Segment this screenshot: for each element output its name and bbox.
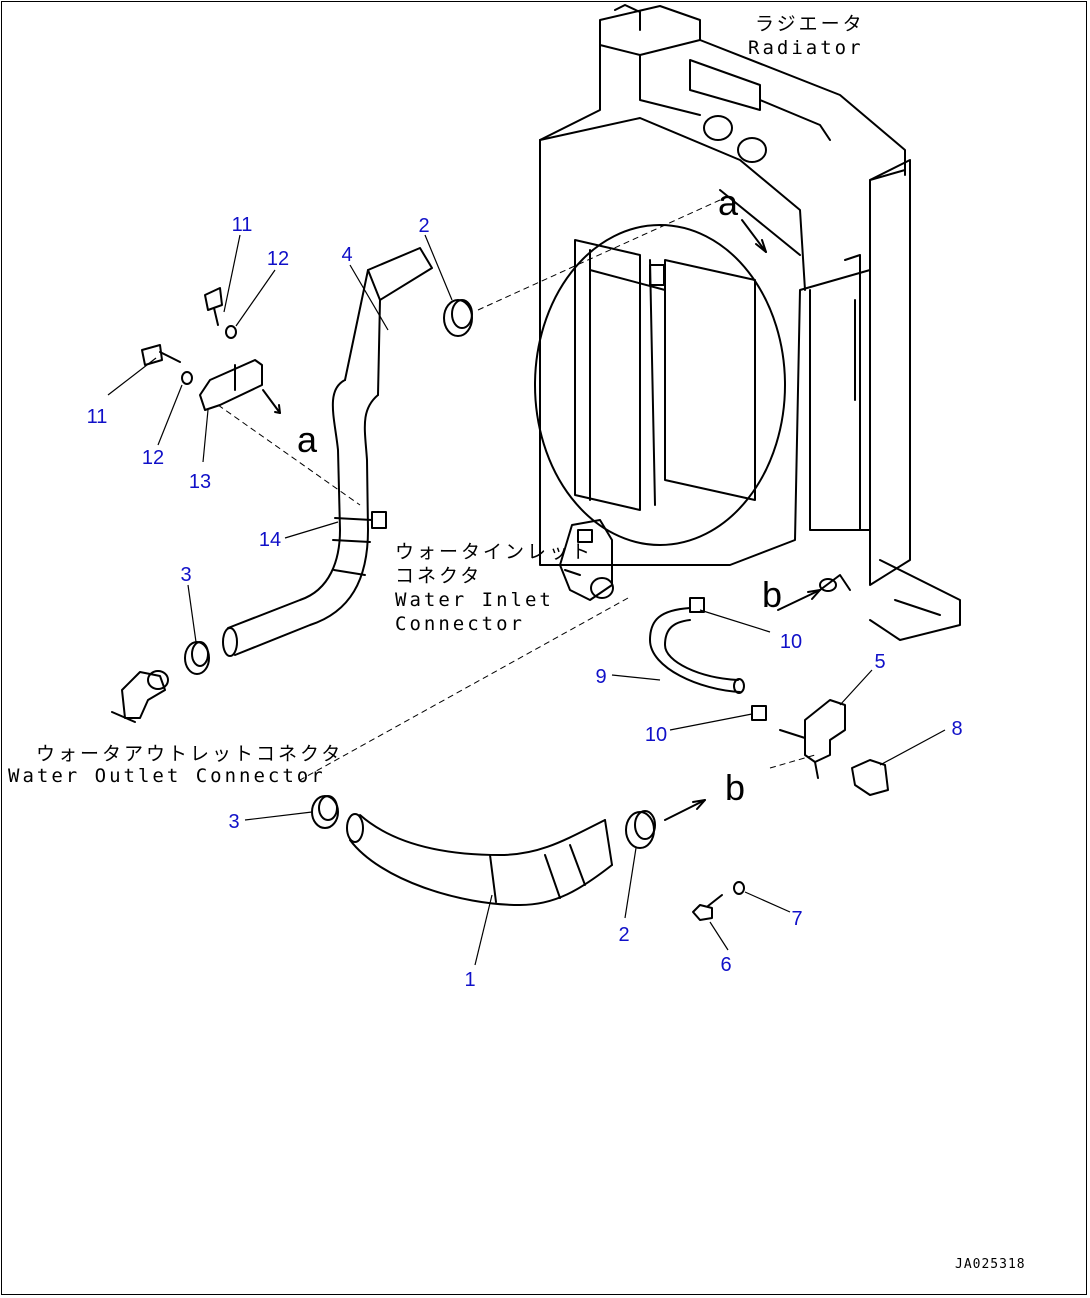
water-outlet-connector [111, 670, 169, 723]
fittings-10 [689, 597, 767, 721]
callout-3-bottom: 3 [228, 811, 239, 833]
washer-7 [733, 881, 745, 895]
clamp-3-bottom [311, 795, 339, 829]
callout-12-left: 12 [142, 447, 164, 469]
ref-b-radiator: b [762, 574, 782, 615]
bolts-11 [141, 287, 223, 366]
callout-4: 4 [341, 244, 352, 266]
outlet-label-jp: ウォータアウトレットコネクタ [36, 743, 343, 765]
water-inlet-connector [559, 519, 614, 601]
bracket-13 [199, 359, 263, 411]
ref-a-bracket: a [297, 419, 318, 460]
callout-2-bottom: 2 [618, 924, 629, 946]
bolt-8 [851, 759, 889, 796]
clamp-3-top [184, 641, 210, 675]
bracket-5-leader-line [769, 754, 816, 769]
callout-1: 1 [464, 969, 475, 991]
washers-12 [181, 325, 237, 385]
inlet-label-jp-1: ウォータインレット [395, 541, 593, 563]
callout-12-top: 12 [267, 248, 289, 270]
hose-1 [346, 813, 613, 906]
inlet-label-jp-2: コネクタ [395, 565, 482, 587]
inlet-leader-line [299, 597, 629, 781]
arrow-b-radiator [777, 589, 821, 611]
callout-leaders [107, 234, 946, 966]
bracket-leader-line [217, 404, 361, 506]
callout-2-top: 2 [418, 215, 429, 237]
radiator [477, 4, 961, 641]
arrow-b-clamp [664, 799, 706, 821]
callout-10-bottom: 10 [645, 724, 667, 746]
inlet-label-en-1: Water Inlet [395, 589, 554, 611]
callout-8: 8 [951, 718, 962, 740]
callout-6: 6 [720, 954, 731, 976]
callout-10-top: 10 [780, 631, 802, 653]
callout-11-top: 11 [232, 214, 253, 236]
arrow-a-bracket [262, 389, 281, 414]
radiator-label-en: Radiator [748, 37, 864, 59]
drawing-code: JA025318 [955, 1257, 1026, 1272]
bracket-5 [779, 699, 846, 779]
outlet-label-en: Water Outlet Connector [8, 765, 326, 787]
callout-7: 7 [791, 908, 802, 930]
bolt-6 [692, 894, 723, 921]
ref-b-clamp: b [725, 767, 745, 808]
arrow-a-radiator [741, 219, 767, 253]
callout-5: 5 [874, 651, 885, 673]
hose-4 [222, 247, 433, 657]
callout-13: 13 [189, 471, 211, 493]
callout-9: 9 [595, 666, 606, 688]
callout-14: 14 [259, 529, 281, 551]
clamp-2-top [443, 299, 473, 337]
ref-a-radiator: a [718, 182, 739, 223]
hose-9 [649, 607, 745, 694]
callout-3-top: 3 [180, 564, 191, 586]
radiator-label-jp: ラジエータ [755, 13, 865, 35]
callout-11-left: 11 [87, 406, 108, 428]
inlet-label-en-2: Connector [395, 613, 525, 635]
clamp-2-bottom [625, 810, 656, 849]
